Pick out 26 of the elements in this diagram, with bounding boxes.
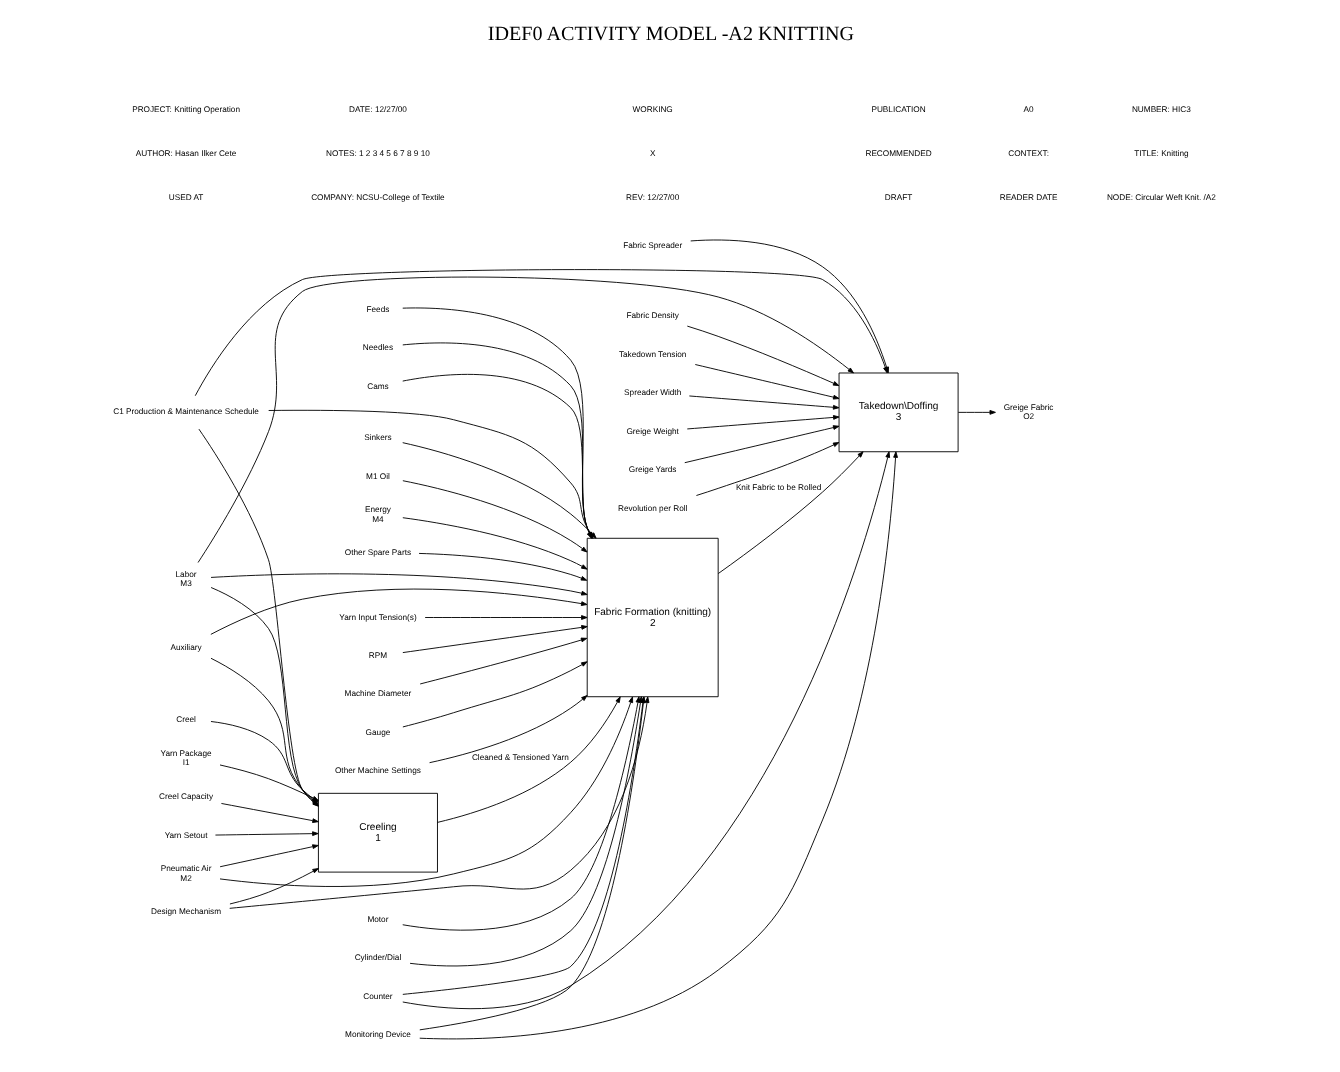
arrow xyxy=(716,451,863,575)
arrow xyxy=(219,803,318,823)
arrow xyxy=(685,325,839,387)
arrow xyxy=(401,661,587,728)
diagram-title: IDEF0 ACTIVITY MODEL -A2 KNITTING xyxy=(486,24,854,47)
arrow xyxy=(401,517,587,570)
arrow xyxy=(418,637,587,685)
arrow xyxy=(209,588,587,635)
arrow xyxy=(685,415,839,430)
arrow xyxy=(436,696,620,823)
arrow xyxy=(214,831,318,837)
arrow xyxy=(218,696,633,887)
arrow xyxy=(196,276,853,563)
arrow xyxy=(417,553,587,581)
arrow xyxy=(228,868,318,905)
arrow xyxy=(401,625,587,654)
arrow xyxy=(687,395,839,410)
arrow xyxy=(693,364,839,400)
arrow xyxy=(683,425,839,464)
arrow xyxy=(956,410,995,415)
arrow xyxy=(428,695,587,764)
arrow xyxy=(209,573,587,596)
arrow xyxy=(423,615,587,620)
arrow xyxy=(401,480,587,553)
arrow xyxy=(218,844,318,868)
arrow xyxy=(694,442,839,496)
